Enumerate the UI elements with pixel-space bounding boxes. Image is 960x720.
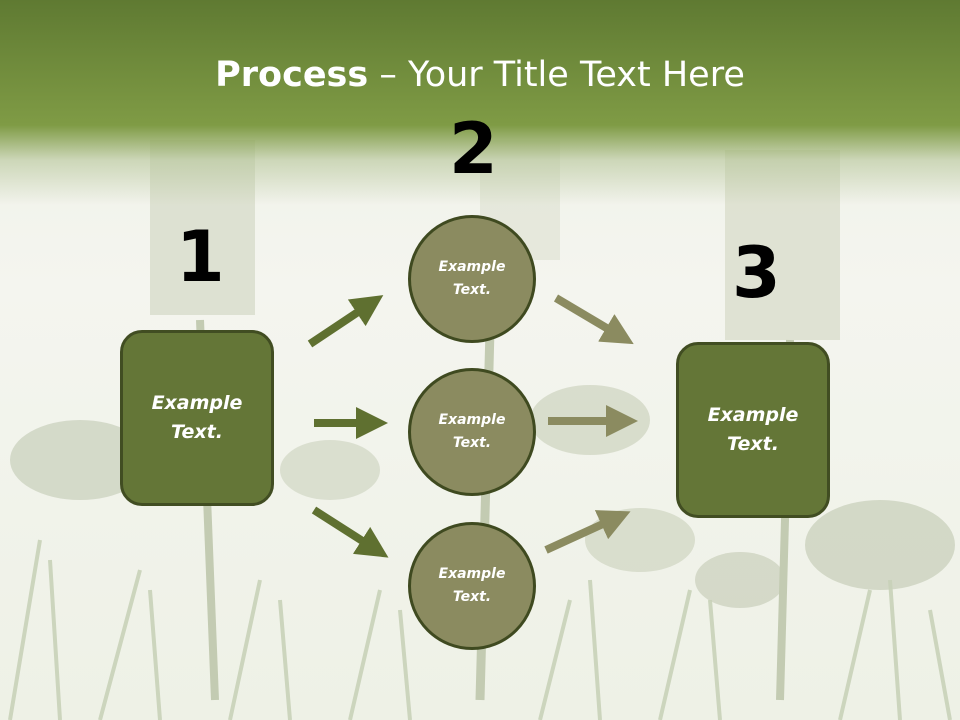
circle-bottom-line1: Example (438, 566, 506, 582)
step-3-text-line2: Text. (727, 433, 779, 455)
arrow-1-to-circle-bottom (311, 506, 389, 558)
circle-bottom-line2: Text. (452, 589, 492, 605)
circle-middle-line2: Text. (452, 435, 492, 451)
step-number-3: 3 (732, 232, 781, 314)
title-bold: Process (215, 55, 369, 95)
circle-middle-line1: Example (438, 412, 506, 428)
title-bar: Process – Your Title Text Here (0, 0, 960, 210)
title-rest: – Your Title Text Here (368, 55, 745, 95)
arrow-circle-top-to-3 (553, 294, 634, 345)
step-1-text-line1: Example (151, 392, 243, 414)
step-3-text-line1: Example (707, 404, 799, 426)
arrow-circle-bottom-to-3 (544, 510, 631, 554)
arrow-1-to-circle-top (307, 295, 384, 348)
step-number-2: 2 (449, 108, 498, 190)
step-1-text-line2: Text. (171, 421, 223, 443)
circle-top-line1: Example (438, 259, 506, 275)
circle-top-line2: Text. (452, 282, 492, 298)
step-number-1: 1 (176, 216, 225, 298)
slide-title: Process – Your Title Text Here (0, 52, 960, 98)
